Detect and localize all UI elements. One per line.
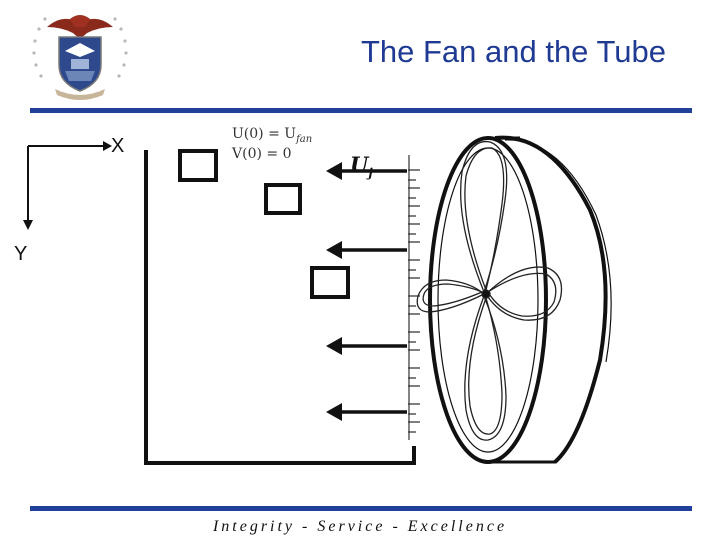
footer-rule: [30, 506, 692, 511]
y-axis-arrowhead: [23, 220, 33, 230]
particle-box-2: [264, 183, 302, 215]
initial-condition-u: U(0) = Ufan: [232, 126, 313, 145]
inlet-ticks: [408, 155, 420, 440]
particle-box-3: [310, 266, 350, 299]
fan-housing: [428, 135, 612, 464]
footer-motto: Integrity - Service - Excellence: [212, 518, 508, 535]
particle-box-1: [178, 149, 218, 182]
header-rule: [30, 108, 692, 113]
coordinate-axes: [27, 145, 108, 222]
eagle-crest-logo: [32, 15, 128, 100]
flow-arrows: [326, 162, 407, 421]
slide-title: The Fan and the Tube: [360, 34, 666, 69]
axis-y-label: Y: [14, 243, 28, 265]
fan-blades: [416, 140, 563, 441]
x-axis-arrowhead: [103, 141, 112, 151]
axis-x-label: X: [111, 135, 125, 157]
tube-wall: [144, 150, 416, 465]
initial-condition-v: V(0) = 0: [232, 146, 292, 162]
